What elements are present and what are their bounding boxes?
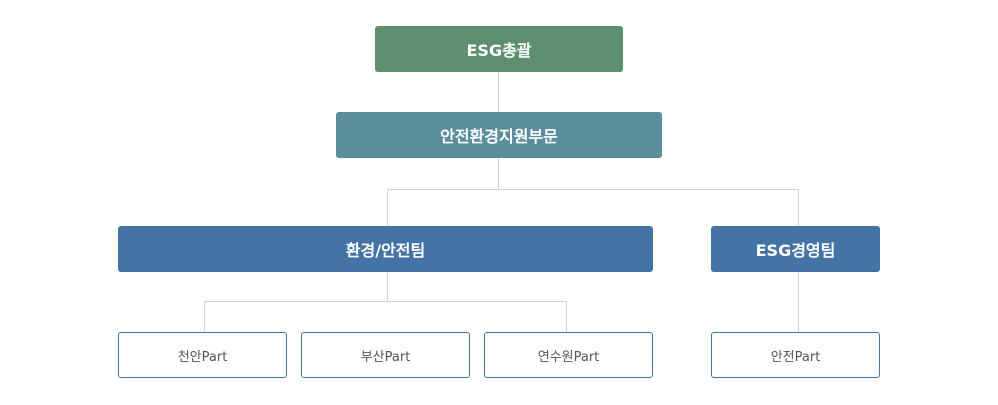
node-esg-management-team: ESG경영팀 [711, 226, 880, 272]
connector-division-down [498, 158, 499, 190]
node-esg-general: ESG총괄 [375, 26, 623, 72]
connector-team-horizontal [387, 189, 799, 190]
connector-team-env-down [387, 272, 388, 302]
connector-to-team-esg [798, 189, 799, 226]
connector-to-part-1 [204, 301, 205, 332]
node-label: 안전Part [770, 349, 821, 365]
node-label: 부산Part [360, 349, 411, 365]
node-label: 연수원Part [537, 349, 600, 365]
node-label: ESG총괄 [466, 41, 532, 60]
node-part-training-center: 연수원Part [484, 332, 653, 378]
node-safety-environment-division: 안전환경지원부문 [336, 112, 662, 158]
node-part-cheonan: 천안Part [118, 332, 287, 378]
node-part-busan: 부산Part [301, 332, 470, 378]
node-label: ESG경영팀 [755, 241, 836, 260]
connector-to-part-3 [566, 301, 567, 332]
node-part-safety: 안전Part [711, 332, 880, 378]
node-label: 안전환경지원부문 [440, 127, 558, 146]
node-label: 천안Part [177, 349, 228, 365]
node-label: 환경/안전팀 [345, 241, 426, 260]
connector-to-team-env [387, 189, 388, 226]
connector-top-division [498, 72, 499, 112]
node-env-safety-team: 환경/안전팀 [118, 226, 653, 272]
connector-parts-horizontal [204, 301, 567, 302]
connector-team-esg-down [798, 272, 799, 332]
